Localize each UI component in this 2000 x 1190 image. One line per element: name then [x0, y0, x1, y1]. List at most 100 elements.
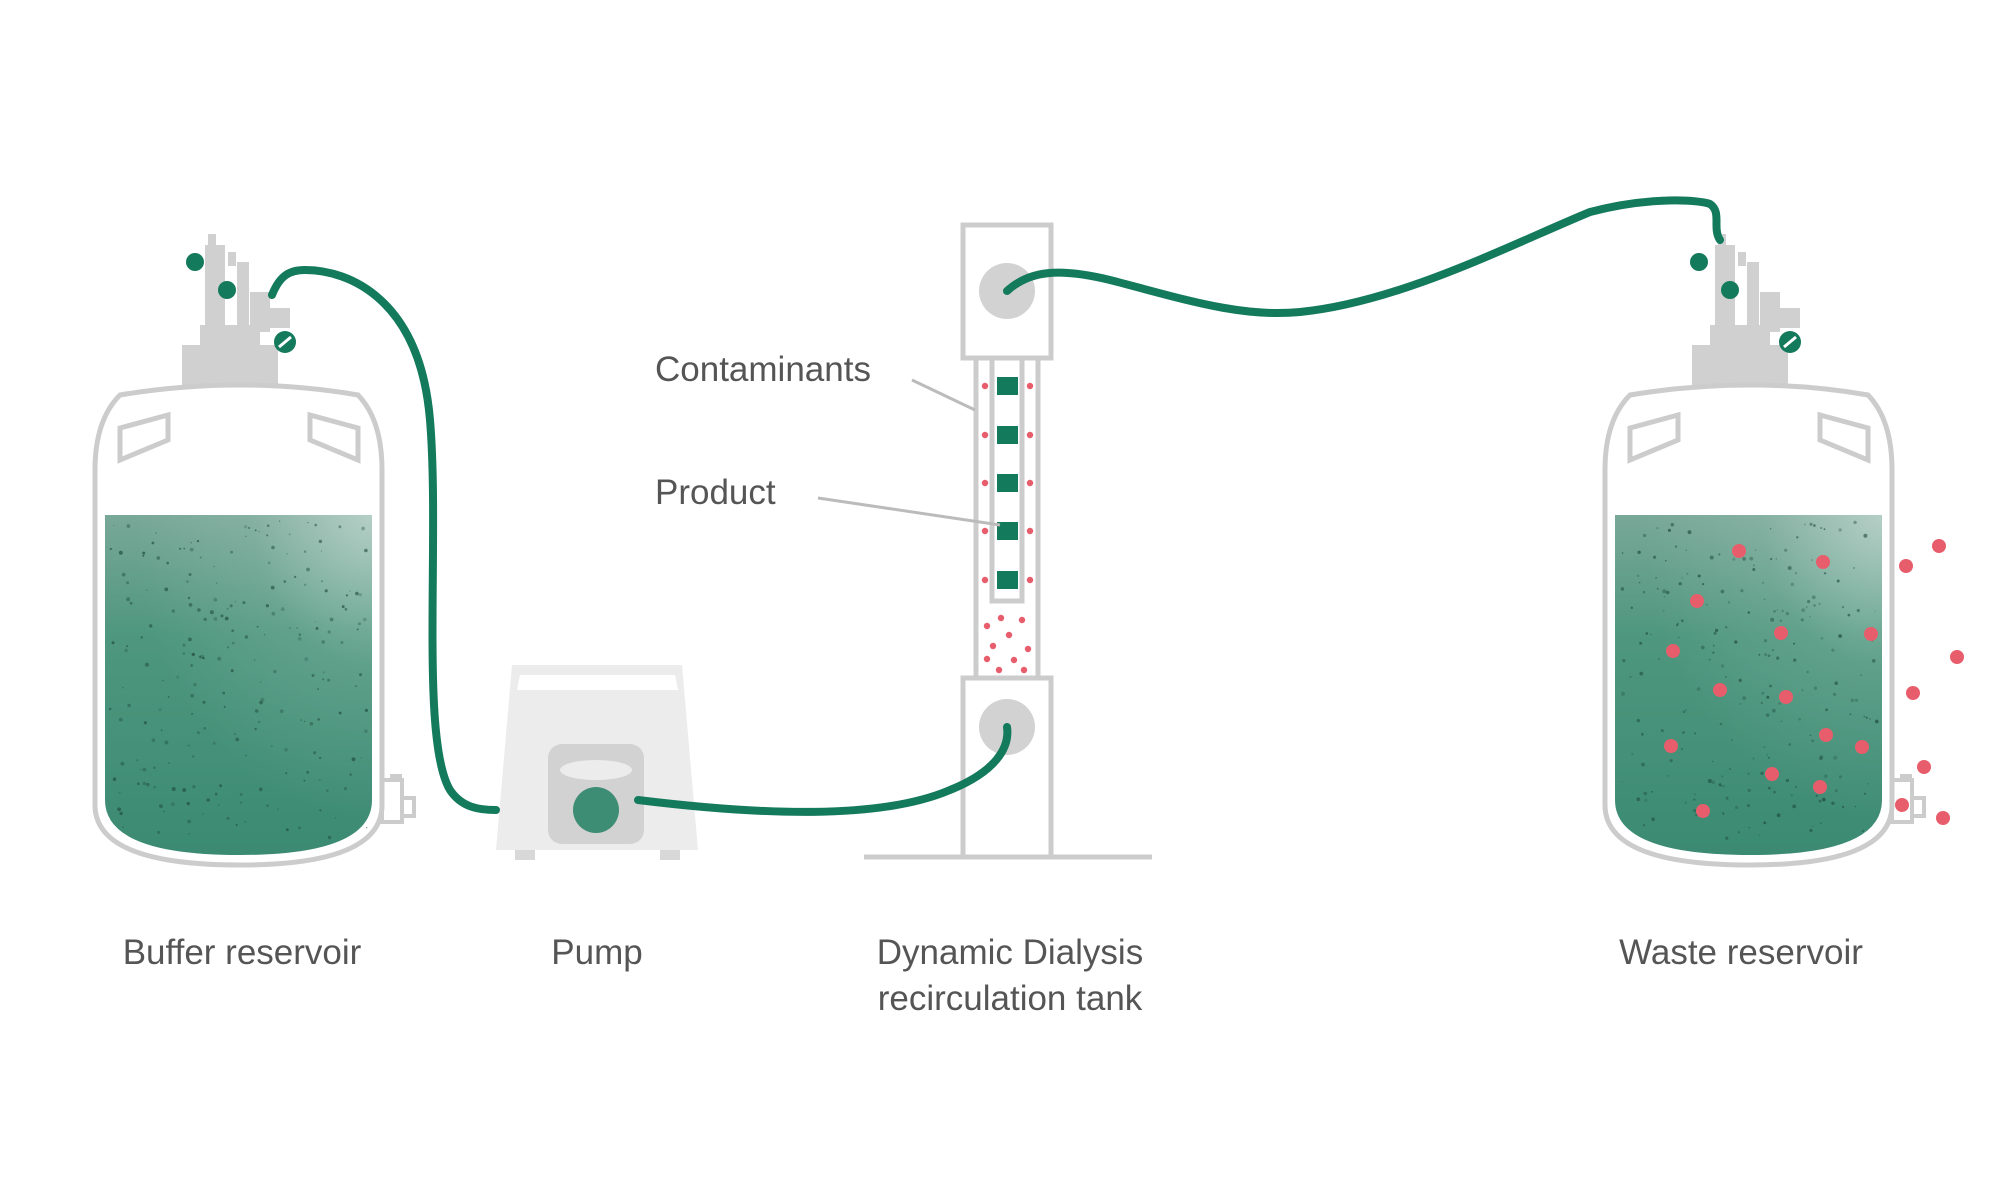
speckle [359, 673, 362, 677]
speckle [1752, 757, 1755, 760]
speckle [1641, 732, 1644, 736]
speckle [1839, 775, 1842, 779]
speckle [1700, 645, 1705, 650]
tube-dialysis-to-waste [1003, 196, 1724, 318]
speckle [1811, 739, 1815, 743]
speckle [1776, 656, 1780, 660]
speckle [1747, 611, 1751, 614]
speckle [230, 669, 234, 673]
speckle [322, 671, 325, 674]
speckle [1785, 778, 1789, 783]
speckle [1758, 653, 1761, 656]
speckle [256, 625, 259, 628]
speckle [355, 591, 359, 596]
speckle [1694, 732, 1696, 735]
speckle [1707, 779, 1712, 783]
speckle [1796, 536, 1799, 539]
speckle [363, 617, 367, 622]
product-band [997, 474, 1018, 492]
contaminants-label: Contaminants [655, 350, 871, 389]
speckle [1712, 651, 1715, 654]
pump-rotor [573, 787, 619, 833]
speckle [267, 561, 271, 565]
speckle [191, 712, 194, 715]
contaminant-dot [1774, 626, 1788, 640]
speckle [1763, 821, 1767, 825]
speckle [239, 801, 243, 804]
speckle [217, 656, 222, 661]
speckle [1801, 608, 1806, 612]
speckle [164, 740, 169, 745]
product-callout-line [817, 496, 1001, 527]
contaminant-dot [1026, 431, 1034, 439]
speckle [219, 784, 223, 788]
contaminant-dot [981, 479, 989, 487]
speckle [137, 782, 140, 785]
speckle [297, 637, 302, 641]
waste-spigot [1890, 774, 1926, 824]
speckle [1651, 817, 1655, 822]
speckle [234, 600, 237, 603]
tubing [268, 196, 1724, 816]
speckle [254, 709, 259, 713]
speckle [1645, 632, 1649, 635]
speckle [1770, 617, 1775, 622]
speckle [1732, 557, 1736, 561]
speckle [149, 624, 153, 628]
tube-pump-to-dialysis [634, 723, 1012, 816]
speckle [1644, 798, 1648, 802]
contaminant-dot [1932, 539, 1946, 553]
contaminant-dot [1690, 594, 1704, 608]
speckle [122, 826, 124, 828]
speckle [1643, 791, 1648, 796]
speckle [164, 587, 169, 592]
speckle [1758, 834, 1761, 837]
speckle [1760, 701, 1763, 705]
speckle [1681, 577, 1683, 579]
speckle [321, 580, 323, 583]
speckle [1755, 549, 1757, 551]
speckle [145, 589, 148, 592]
speckle [153, 766, 156, 770]
speckle [182, 788, 187, 792]
speckle [294, 575, 297, 579]
speckle [209, 610, 214, 615]
speckle [167, 695, 170, 698]
speckle [1766, 754, 1768, 756]
waste-handle-right [1817, 411, 1871, 464]
contaminant-dot [1855, 740, 1869, 754]
speckle [283, 580, 287, 583]
speckle [1832, 692, 1837, 696]
speckle [1773, 609, 1776, 613]
tube-buffer-to-pump [268, 265, 500, 814]
speckle [1784, 548, 1788, 552]
speckle [1725, 796, 1729, 800]
speckle [245, 535, 247, 537]
contaminant-dot [1819, 728, 1833, 742]
speckle [1663, 596, 1666, 598]
speckle [303, 779, 306, 782]
speckle [190, 694, 194, 698]
speckle [1722, 784, 1725, 788]
speckle [118, 717, 123, 722]
speckle [300, 719, 303, 721]
speckle [254, 529, 257, 532]
speckle [196, 731, 200, 735]
speckle [1682, 710, 1686, 714]
speckle [280, 607, 285, 612]
speckle [1800, 618, 1804, 622]
speckle [1831, 801, 1835, 805]
speckle [1761, 691, 1765, 695]
speckle [1776, 813, 1781, 818]
speckle [231, 629, 234, 632]
speckle [1823, 572, 1827, 575]
speckle [1696, 687, 1701, 691]
speckle [188, 637, 192, 642]
speckle [1657, 658, 1660, 661]
speckle [197, 608, 201, 612]
contaminant-dot [1906, 686, 1920, 700]
speckle [1718, 553, 1721, 556]
speckle [259, 681, 262, 683]
product-bands [997, 377, 1018, 589]
speckle [1715, 628, 1719, 633]
